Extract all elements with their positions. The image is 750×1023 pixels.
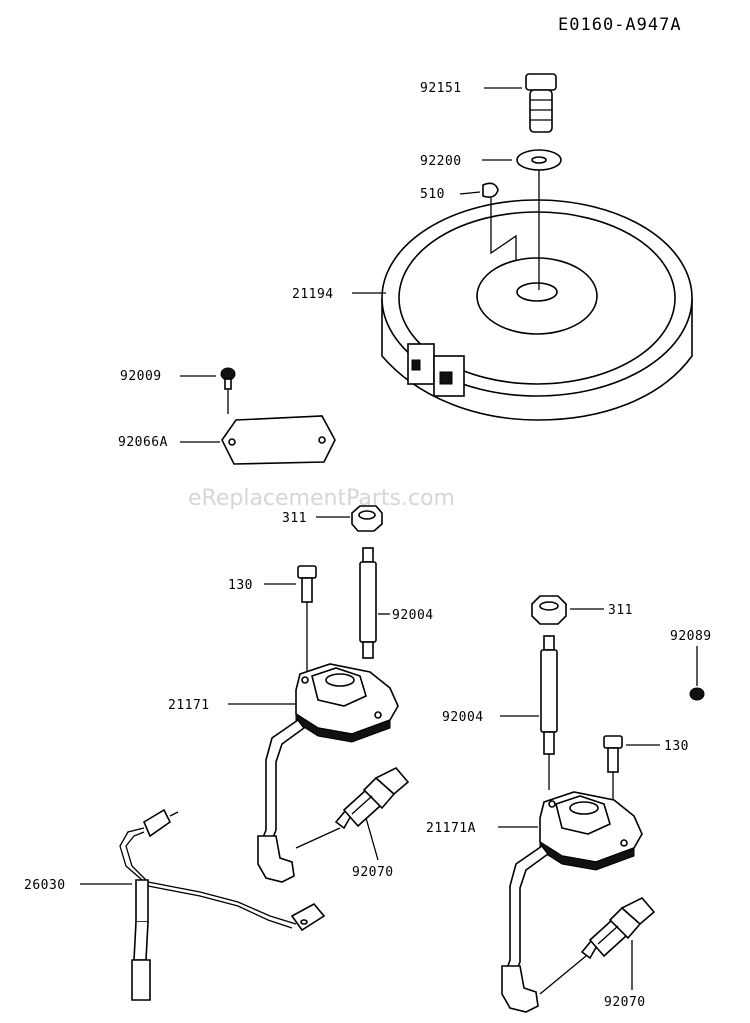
label-92070-right: 92070 (604, 995, 646, 1010)
label-21194: 21194 (292, 287, 334, 302)
watermark: eReplacementParts.com (188, 486, 455, 511)
stud-92004-right (540, 635, 558, 755)
bolt-92151 (525, 73, 557, 133)
nut-311-left (351, 505, 383, 532)
label-510: 510 (420, 187, 445, 202)
label-311-left: 311 (282, 511, 307, 526)
label-26030: 26030 (24, 878, 66, 893)
plate-92066A (221, 415, 336, 465)
washer-92200 (516, 149, 562, 171)
label-92004-left: 92004 (392, 608, 434, 623)
clip-92089 (689, 687, 705, 701)
lead-left (260, 718, 306, 841)
bolt-130-right (603, 735, 623, 773)
label-311-right: 311 (608, 603, 633, 618)
flywheel-21194 (381, 199, 693, 421)
spark-plug-92070-left (334, 767, 410, 830)
screw-92009 (220, 367, 236, 390)
label-92070-left: 92070 (352, 865, 394, 880)
label-92009: 92009 (120, 369, 162, 384)
coil-21171A (539, 791, 643, 871)
label-92089: 92089 (670, 629, 712, 644)
label-92004-right: 92004 (442, 710, 484, 725)
label-130-right: 130 (664, 739, 689, 754)
label-92200: 92200 (420, 154, 462, 169)
diagram-code: E0160-A947A (558, 15, 682, 35)
stud-92004-left (359, 547, 377, 659)
bolt-130-left (297, 565, 317, 603)
boot-left (257, 835, 295, 883)
label-21171: 21171 (168, 698, 210, 713)
spark-plug-92070-right (580, 897, 656, 960)
harness-26030 (119, 808, 326, 1001)
lead-right (504, 844, 550, 973)
nut-311-right (531, 595, 567, 625)
label-92151: 92151 (420, 81, 462, 96)
label-130-left: 130 (228, 578, 253, 593)
label-21171A: 21171A (426, 821, 476, 836)
label-92066A: 92066A (118, 435, 168, 450)
coil-21171 (295, 663, 399, 743)
boot-right (501, 965, 539, 1013)
key-510 (482, 182, 499, 198)
